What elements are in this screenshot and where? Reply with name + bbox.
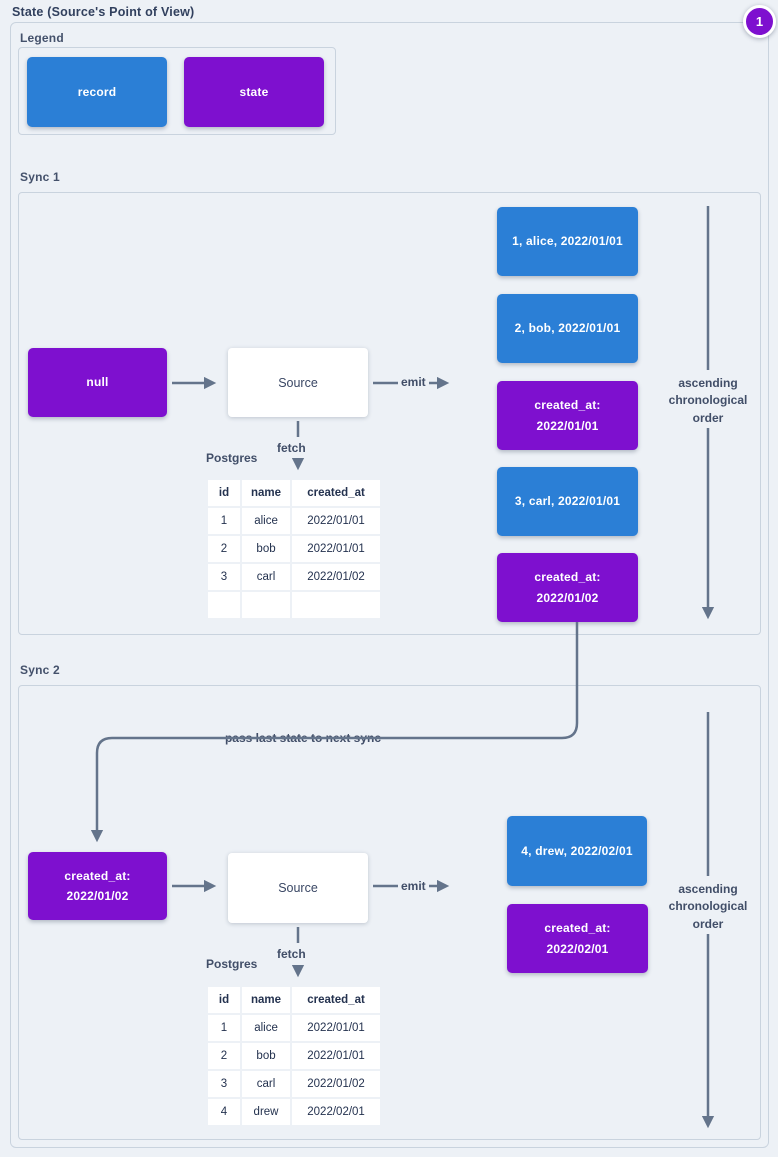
cell-created-at: 2022/01/02 — [292, 564, 381, 590]
table-row-empty — [208, 592, 381, 618]
state-text-line2: 2022/01/01 — [536, 418, 599, 433]
table-header-row: id name created_at — [208, 987, 381, 1013]
col-name: name — [242, 987, 291, 1013]
state-text-line1: created_at: — [64, 868, 131, 883]
sync2-postgres-table: id name created_at 1 alice 2022/01/01 2 … — [206, 985, 382, 1127]
sync1-postgres-label: Postgres — [206, 451, 258, 465]
cell-created-at: 2022/02/01 — [292, 1099, 381, 1125]
sync2-fetch-label: fetch — [277, 947, 306, 961]
cell-name: alice — [242, 1015, 291, 1041]
legend-record-box: record — [27, 57, 167, 127]
sync1-output-record-3: 3, carl, 2022/01/01 — [497, 467, 638, 536]
sync1-order-label: ascending chronological order — [668, 376, 748, 425]
sync1-fetch-label: fetch — [277, 441, 306, 455]
cell-created-at: 2022/01/01 — [292, 1043, 381, 1069]
table-header-row: id name created_at — [208, 480, 381, 506]
cell-name — [242, 592, 291, 618]
legend-state-box: state — [184, 57, 324, 127]
col-created-at: created_at — [292, 480, 381, 506]
cell-id: 4 — [208, 1099, 240, 1125]
col-created-at: created_at — [292, 987, 381, 1013]
cell-id: 2 — [208, 1043, 240, 1069]
cell-name: alice — [242, 508, 291, 534]
cell-name: bob — [242, 1043, 291, 1069]
record-text: 3, carl, 2022/01/01 — [514, 494, 621, 509]
sync1-output-record-1: 1, alice, 2022/01/01 — [497, 207, 638, 276]
state-text-line1: created_at: — [534, 570, 601, 585]
sync2-source-label: Source — [278, 881, 318, 895]
table-row: 2 bob 2022/01/01 — [208, 1043, 381, 1069]
cell-created-at — [292, 592, 381, 618]
col-id: id — [208, 480, 240, 506]
sync2-order-label: ascending chronological order — [668, 882, 748, 931]
cell-created-at: 2022/01/01 — [292, 536, 381, 562]
sync1-input-state-box: null — [28, 348, 167, 417]
sync2-postgres-label: Postgres — [206, 957, 258, 971]
sync2-label: Sync 2 — [20, 663, 60, 677]
table-row: 4 drew 2022/02/01 — [208, 1099, 381, 1125]
cell-created-at: 2022/01/02 — [292, 1071, 381, 1097]
sync2-emit-label: emit — [401, 879, 426, 893]
sync1-source-box: Source — [228, 348, 368, 417]
table-row: 2 bob 2022/01/01 — [208, 536, 381, 562]
cell-name: bob — [242, 536, 291, 562]
legend-state-label: state — [239, 84, 269, 99]
cell-name: carl — [242, 1071, 291, 1097]
table-row: 3 carl 2022/01/02 — [208, 564, 381, 590]
state-text-line1: created_at: — [534, 398, 601, 413]
sync1-emit-label: emit — [401, 375, 426, 389]
sync1-input-state-text: null — [86, 375, 109, 390]
outer-frame — [10, 22, 769, 1148]
annotation-badge: 1 — [743, 5, 776, 38]
page-title: State (Source's Point of View) — [12, 5, 195, 19]
state-text-line2: 2022/02/01 — [546, 941, 609, 956]
state-text-line1: created_at: — [544, 921, 611, 936]
cell-id: 3 — [208, 1071, 240, 1097]
cell-id: 3 — [208, 564, 240, 590]
record-text: 1, alice, 2022/01/01 — [512, 234, 623, 249]
cell-created-at: 2022/01/01 — [292, 1015, 381, 1041]
table-row: 1 alice 2022/01/01 — [208, 1015, 381, 1041]
legend-record-label: record — [77, 84, 117, 99]
col-id: id — [208, 987, 240, 1013]
sync1-output-state-1: created_at: 2022/01/01 — [497, 381, 638, 450]
cell-created-at: 2022/01/01 — [292, 508, 381, 534]
sync2-output-state-1: created_at: 2022/02/01 — [507, 904, 648, 973]
state-text-line2: 2022/01/02 — [66, 889, 129, 903]
cell-id: 2 — [208, 536, 240, 562]
sync2-output-record-1: 4, drew, 2022/02/01 — [507, 816, 647, 886]
sync1-output-record-2: 2, bob, 2022/01/01 — [497, 294, 638, 363]
record-text: 2, bob, 2022/01/01 — [514, 321, 621, 336]
sync1-output-state-2: created_at: 2022/01/02 — [497, 553, 638, 622]
record-text: 4, drew, 2022/02/01 — [521, 843, 633, 858]
cell-name: carl — [242, 564, 291, 590]
cell-id: 1 — [208, 1015, 240, 1041]
legend-frame — [18, 47, 336, 135]
cell-name: drew — [242, 1099, 291, 1125]
table-row: 1 alice 2022/01/01 — [208, 508, 381, 534]
legend-label: Legend — [20, 31, 64, 45]
col-name: name — [242, 480, 291, 506]
sync2-input-state-box: created_at: 2022/01/02 — [28, 852, 167, 920]
state-text-line2: 2022/01/02 — [536, 590, 599, 605]
sync1-source-label: Source — [278, 375, 318, 390]
sync2-source-box: Source — [228, 853, 368, 923]
cell-id — [208, 592, 240, 618]
table-row: 3 carl 2022/01/02 — [208, 1071, 381, 1097]
cell-id: 1 — [208, 508, 240, 534]
sync1-label: Sync 1 — [20, 170, 60, 184]
sync1-postgres-table: id name created_at 1 alice 2022/01/01 2 … — [206, 478, 382, 620]
